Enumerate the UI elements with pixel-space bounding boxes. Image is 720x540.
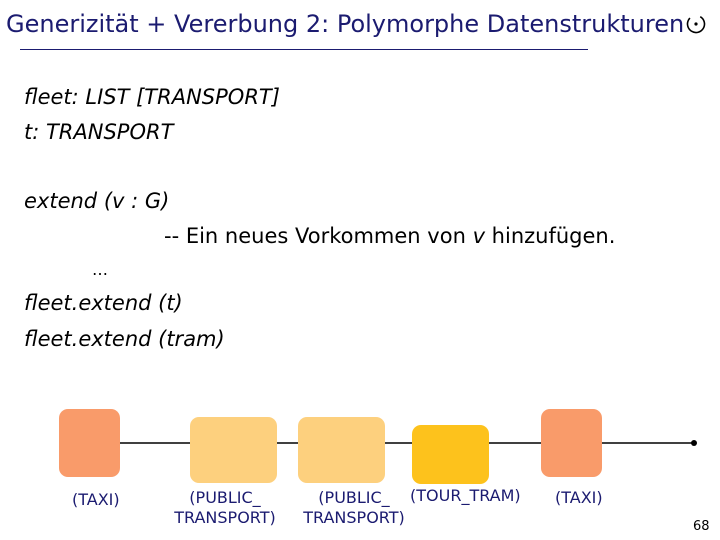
code-declaration-fleet: fleet: LIST [TRANSPORT] [24, 85, 280, 109]
code-ellipsis: … [92, 260, 108, 279]
connector-end-dot [691, 440, 697, 446]
code-extend-signature: extend (v : G) [24, 189, 170, 213]
list-cell [541, 409, 602, 477]
list-cell-label: (PUBLIC_TRANSPORT) [174, 488, 276, 527]
list-cell-label: (PUBLIC_TRANSPORT) [303, 488, 405, 527]
page-number: 68 [693, 519, 710, 534]
code-declaration-t: t: TRANSPORT [24, 120, 174, 144]
comment-suffix: hinzufügen. [485, 224, 616, 248]
circle-dot-icon [686, 14, 706, 34]
list-cell [190, 417, 277, 483]
list-cell [59, 409, 120, 477]
code-comment: -- Ein neues Vorkommen von v hinzufügen. [164, 224, 615, 248]
list-cell-label: (TOUR_TRAM) [410, 486, 521, 505]
list-cell [298, 417, 385, 483]
list-cell-label: (TAXI) [555, 488, 603, 507]
comment-variable: v [472, 224, 485, 248]
list-cell [412, 425, 489, 484]
code-extend-t: fleet.extend (t) [24, 291, 183, 315]
slide-title: Generizität + Vererbung 2: Polymorphe Da… [6, 10, 685, 38]
title-underline [20, 49, 588, 50]
list-cell-label: (TAXI) [72, 490, 120, 509]
code-extend-tram: fleet.extend (tram) [24, 327, 225, 351]
comment-prefix: -- Ein neues Vorkommen von [164, 224, 473, 248]
